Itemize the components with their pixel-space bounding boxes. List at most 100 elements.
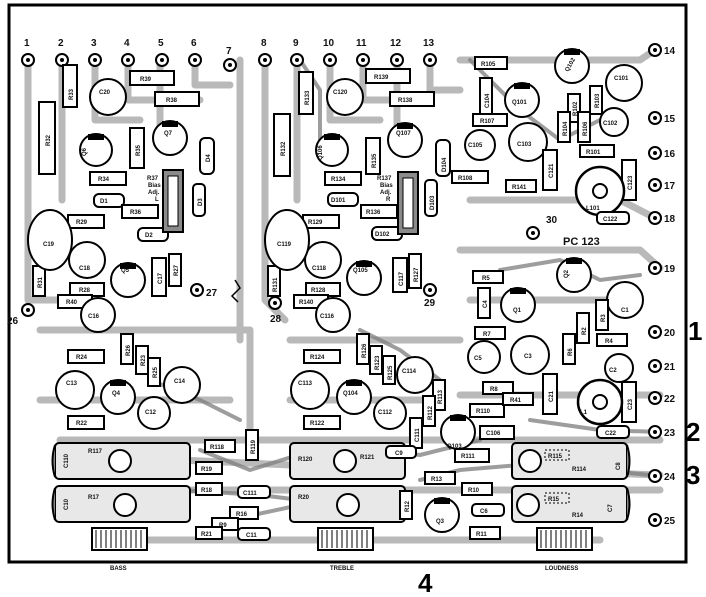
inductor-l1: L1 xyxy=(576,378,624,426)
component-label: R34 xyxy=(98,177,110,183)
component-label: R102 xyxy=(573,101,579,116)
component-label: D1 xyxy=(100,199,108,205)
diode-d4: D4 xyxy=(199,137,215,175)
component-label: R110 xyxy=(476,409,491,415)
diode-d103: D103 xyxy=(424,179,438,217)
component-label: Q2 xyxy=(564,269,570,278)
component-label: C22 xyxy=(605,431,617,437)
transistor-q7: Q7 xyxy=(152,120,188,156)
component-label: C2 xyxy=(609,368,617,374)
pin-10: 10 xyxy=(323,38,337,67)
pin-label: 9 xyxy=(293,38,299,49)
pin-15: 15 xyxy=(648,111,676,125)
pin-4: 4 xyxy=(121,38,135,67)
potentiometer-r17: R17 C10 xyxy=(51,485,191,523)
pin-18: 18 xyxy=(648,211,676,225)
component-label: R120 xyxy=(298,457,313,463)
resistor-r106-v: R106 xyxy=(577,111,591,143)
resistor-r108: R108 xyxy=(451,170,489,184)
callout-1: 1 xyxy=(688,316,702,346)
capacitor-c6: C6 xyxy=(471,503,505,517)
bias-adj-left: R37 Bias Adj. L xyxy=(147,169,184,233)
resistor-r38: R38 xyxy=(154,91,200,107)
component-label: C117 xyxy=(399,271,405,286)
resistor-r139: R139 xyxy=(365,68,411,84)
component-label: R14 xyxy=(572,513,584,519)
pin-label: 18 xyxy=(664,214,676,225)
resistor-r22: R22 xyxy=(67,415,105,430)
resistor-r126: R126 xyxy=(356,333,370,365)
resistor-r119: R119 xyxy=(245,429,259,461)
resistor-r34: R34 xyxy=(89,171,127,186)
component-label: R5 xyxy=(482,276,490,282)
resistor-r4: R4 xyxy=(596,333,628,347)
component-label: R18 xyxy=(201,488,213,494)
capacitor-c21: C21 xyxy=(542,373,558,415)
pin-1: 1 xyxy=(21,38,35,67)
component-label: R7 xyxy=(483,332,491,338)
component-label: C23 xyxy=(628,398,634,410)
potentiometer-r117: R117 C110 xyxy=(51,442,191,480)
component-label: C8 xyxy=(616,462,622,470)
bias-label: R37 xyxy=(147,176,159,182)
left-section: R33 R32 R35 D4 D3 R31 C17 R27 R26 R23 R2… xyxy=(27,64,215,430)
component-label: R15 xyxy=(548,497,560,503)
component-label: C102 xyxy=(603,121,618,127)
component-label: C105 xyxy=(468,143,483,149)
bias-label: L xyxy=(155,197,159,203)
resistor-r127: R127 xyxy=(408,253,422,289)
capacitor-c101: C101 xyxy=(605,64,643,102)
transistor-q103: Q103 xyxy=(440,414,476,450)
resistor-r31: R31 xyxy=(32,265,46,297)
pin-label: 25 xyxy=(664,516,676,527)
component-label: C114 xyxy=(402,369,417,375)
component-label: D4 xyxy=(206,154,212,162)
component-label: R10 xyxy=(468,488,480,494)
capacitor-c103: C103 xyxy=(508,122,548,162)
component-label: R134 xyxy=(331,177,346,183)
component-label: C12 xyxy=(145,410,157,416)
component-label: R127 xyxy=(414,267,420,282)
component-label: R33 xyxy=(69,88,75,100)
pin-17: 17 xyxy=(648,178,676,192)
resistor-r124: R124 xyxy=(303,349,341,364)
component-label: R141 xyxy=(512,185,527,191)
pin-label: 1 xyxy=(24,38,30,49)
transistor-q2: Q2 xyxy=(556,257,592,293)
pin-7: 7 xyxy=(223,46,237,72)
capacitor-c113: C113 xyxy=(290,370,330,410)
capacitor-c5: C5 xyxy=(467,340,501,374)
component-label: R28 xyxy=(79,288,91,294)
resistor-r8: R8 xyxy=(482,381,514,395)
capacitor-c117: C117 xyxy=(392,257,408,293)
component-label: R12 xyxy=(405,500,411,512)
component-label: C123 xyxy=(628,175,634,190)
resistor-r118: R118 xyxy=(204,439,236,453)
component-label: C18 xyxy=(79,266,91,272)
component-label: D103 xyxy=(430,195,436,210)
loudness-label: LOUDNESS xyxy=(545,566,578,572)
capacitor-c4: C4 xyxy=(477,287,491,319)
resistor-r39: R39 xyxy=(129,70,175,86)
component-label: C116 xyxy=(320,314,335,320)
resistor-r103: R103 xyxy=(589,85,603,115)
component-label: C19 xyxy=(43,242,55,248)
resistor-r5: R5 xyxy=(472,270,504,284)
resistor-r131: R131 xyxy=(267,265,281,297)
pin-label: 6 xyxy=(191,38,197,49)
resistor-r129: R129 xyxy=(302,214,340,229)
transistor-q3: Q3 xyxy=(424,497,460,533)
resistor-r35: R35 xyxy=(129,127,145,169)
component-label: R41 xyxy=(510,398,522,404)
treble-shaft xyxy=(317,527,374,551)
pin-label: 7 xyxy=(226,46,232,57)
pin-label: 28 xyxy=(270,314,282,325)
component-label: R124 xyxy=(310,355,325,361)
capacitor-c111: C111 xyxy=(237,485,271,499)
resistor-r125: R125 xyxy=(382,355,396,385)
bias-label: R xyxy=(386,197,391,203)
component-label: R23 xyxy=(141,354,147,366)
pin-19: 19 xyxy=(648,261,676,275)
component-label: C10 xyxy=(64,498,70,510)
transistor-q6: Q6 xyxy=(79,133,113,167)
